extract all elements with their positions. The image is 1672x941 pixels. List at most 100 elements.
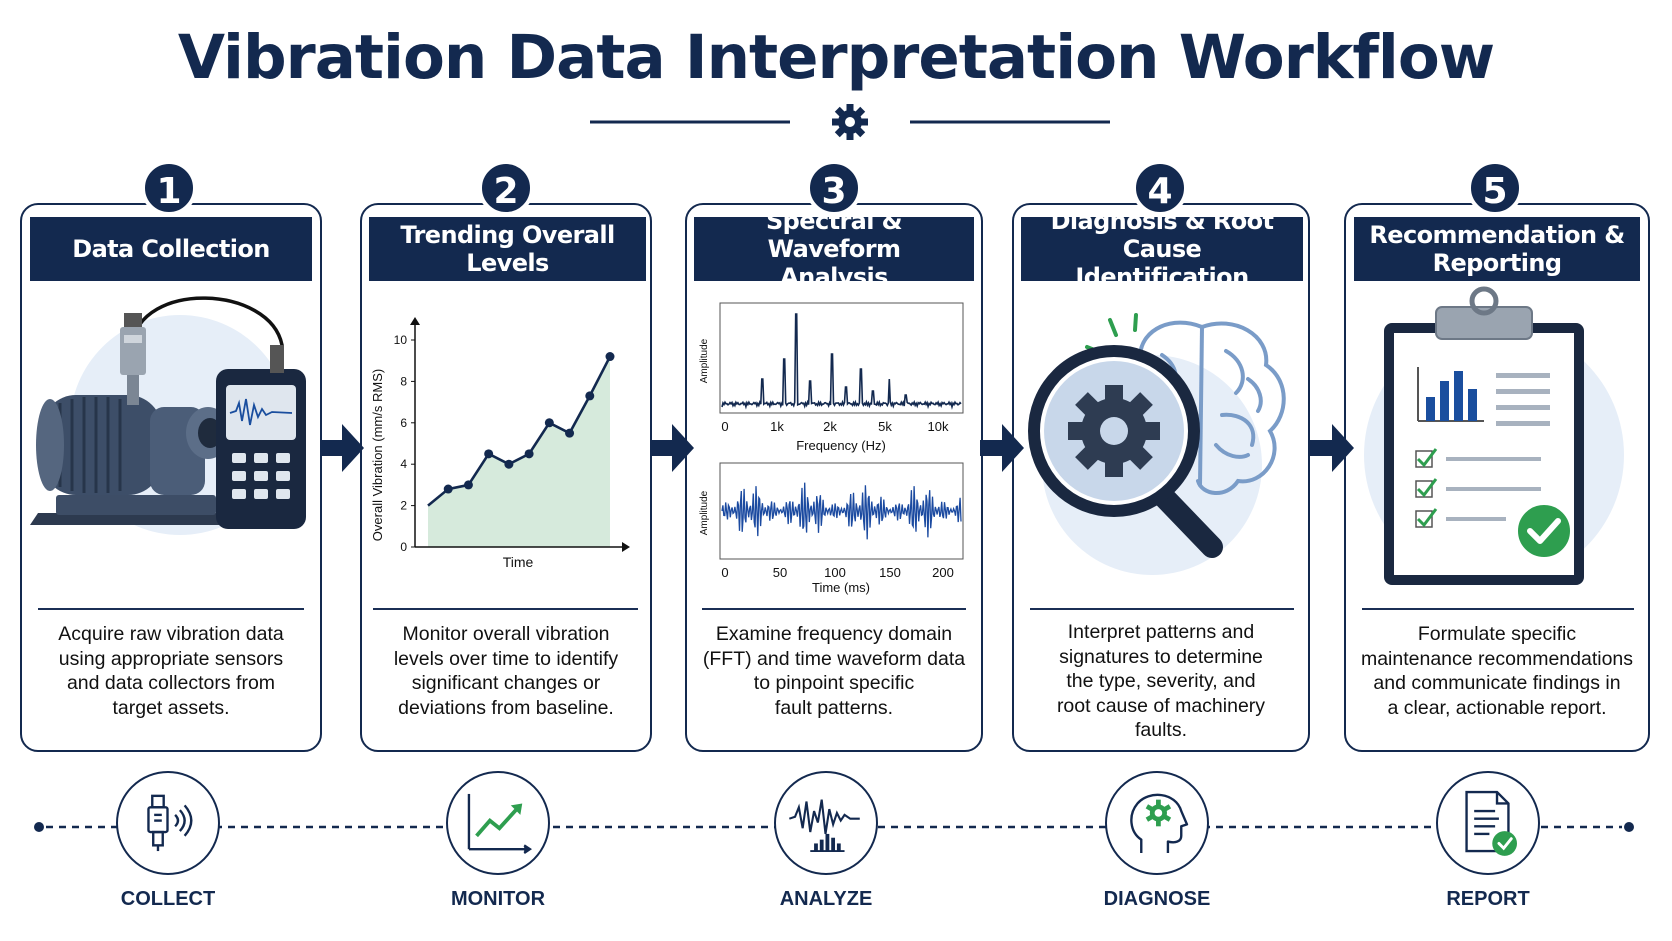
waveform-icon (788, 799, 860, 853)
stage-header-4: Diagnosis & Root Cause Identification (1021, 207, 1303, 291)
spectrum-series-line (721, 313, 962, 410)
waveform-x-tick-label: 100 (824, 565, 846, 580)
description-line: target assets. (112, 696, 230, 719)
stage-header-2: Trending Overall Levels (369, 217, 646, 281)
timeline-step-collect (116, 771, 220, 875)
description-line: root cause of machinery (1056, 694, 1266, 717)
stage-header-line: Reporting (1432, 249, 1562, 277)
spectrum-x-tick-label: 10k (928, 419, 949, 434)
stage-header-line: Recommendation & (1369, 221, 1625, 249)
stage-header-3: Spectral & Waveform Analysis (694, 207, 974, 291)
gear-icon (832, 104, 868, 140)
stage-description-1: Acquire raw vibration data using appropr… (22, 622, 320, 720)
description-line: the type, severity, and (1066, 670, 1256, 692)
x-axis-arrowhead (622, 542, 630, 552)
check-badge-icon (1514, 501, 1574, 561)
stage-description-5: Formulate specific maintenance recommend… (1346, 622, 1648, 720)
description-line: Acquire raw vibration data (58, 623, 284, 645)
description-line: (FFT) and time waveform data (702, 647, 966, 670)
stage-header-text: Data Collection (72, 235, 270, 263)
description-line: and communicate findings in (1373, 672, 1621, 694)
stage-header-5: Recommendation & Reporting (1354, 217, 1640, 281)
y-tick-label: 4 (400, 457, 407, 471)
report-check-icon (1465, 790, 1518, 856)
stage-number-3: 3 (806, 160, 862, 216)
description-line: Formulate specific (1417, 623, 1577, 645)
description-line: levels over time to identify (393, 647, 619, 670)
description-line: a clear, actionable report. (1387, 696, 1607, 719)
timeline-step-monitor (446, 771, 550, 875)
y-tick-label: 0 (400, 540, 407, 554)
y-tick-label: 8 (400, 374, 407, 388)
trend-data-point (544, 418, 554, 428)
stage-header-text: Trending Overall Levels (400, 221, 615, 277)
trend-chart: Overall Vibration (mm/s RMS) 0 2 4 6 8 10 Tim… (370, 317, 630, 570)
waveform-x-tick-label: 50 (773, 565, 787, 580)
spectrum-x-tick-label: 0 (721, 419, 728, 434)
stage-number-5: 5 (1467, 160, 1523, 216)
stage-divider (702, 608, 966, 610)
trend-up-icon (467, 793, 533, 854)
spectrum-x-axis-label: Frequency (Hz) (796, 438, 886, 453)
y-tick-label: 10 (394, 333, 408, 347)
title-divider (590, 104, 1110, 140)
description-line: Interpret patterns and (1067, 621, 1255, 643)
pump-with-sensor-and-handheld-analyzer-icon (30, 296, 306, 535)
stage-description-2: Monitor overall vibration levels over ti… (362, 622, 650, 720)
spectrum-x-tick-label: 2k (823, 419, 837, 434)
trend-data-point (463, 480, 473, 490)
gear-icon (1068, 385, 1160, 477)
flow-arrow-icon (320, 424, 364, 472)
timeline-step-analyze (774, 771, 878, 875)
stage-header-line: Analysis (780, 263, 888, 291)
waveform-y-axis-label: Amplitude (699, 490, 710, 535)
stage-divider (1030, 608, 1294, 610)
description-line: Examine frequency domain (715, 623, 953, 645)
y-axis-label: Overall Vibration (mm/s RMS) (370, 369, 385, 541)
timeline-label-monitor: MONITOR (450, 888, 546, 910)
stage-description-4: Interpret patterns and signatures to det… (1014, 620, 1308, 743)
spectrum-x-tick-label: 1k (770, 419, 784, 434)
stage-number-2: 2 (478, 160, 534, 216)
waveform-x-tick-label: 200 (932, 565, 954, 580)
clipboard-report-icon (1364, 286, 1624, 585)
timeline-label-diagnose: DIAGNOSE (1103, 888, 1211, 910)
stage-divider (38, 608, 304, 610)
x-axis-label: Time (503, 554, 534, 570)
stage-number-1: 1 (141, 160, 197, 216)
flow-arrow-icon (980, 424, 1024, 472)
description-line: significant changes or (411, 672, 601, 694)
flow-arrow-icon (1310, 424, 1354, 472)
description-line: to pinpoint specific (753, 672, 915, 694)
flow-arrow-icon (650, 424, 694, 472)
trend-data-point (504, 459, 514, 469)
trend-data-point (524, 449, 534, 459)
trend-data-point (585, 391, 595, 401)
description-line: and data collectors from (66, 672, 276, 694)
y-tick-label: 2 (400, 499, 407, 513)
sensor-icon (147, 794, 193, 852)
y-tick-label: 6 (400, 416, 407, 430)
waveform-x-tick-label: 150 (879, 565, 901, 580)
trend-data-point (443, 484, 453, 494)
trend-data-point (605, 352, 615, 362)
page-title: Vibration Data Interpretation Workflow (177, 22, 1495, 93)
magnifier-gear-brain-icon (1028, 313, 1286, 575)
trend-series-line (427, 355, 612, 507)
spectrum-plot-frame (719, 302, 964, 414)
waveform-series-line (721, 482, 962, 540)
trend-data-point (565, 428, 575, 438)
description-line: Monitor overall vibration (402, 623, 610, 645)
timeline-step-report (1436, 771, 1540, 875)
timeline-label-report: REPORT (1446, 888, 1530, 910)
stage-description-3: Examine frequency domain (FFT) and time … (688, 622, 980, 720)
stage-header-line: Identification (1075, 263, 1249, 291)
stage-divider (373, 608, 638, 610)
timeline-label-analyze: ANALYZE (779, 888, 873, 910)
waveform-x-axis-label: Time (ms) (812, 580, 870, 595)
timeline-label-collect: COLLECT (120, 888, 216, 910)
description-line: deviations from baseline. (398, 696, 614, 719)
trend-data-point (484, 449, 494, 459)
stage-divider (1362, 608, 1634, 610)
description-line: using appropriate sensors (58, 647, 284, 670)
